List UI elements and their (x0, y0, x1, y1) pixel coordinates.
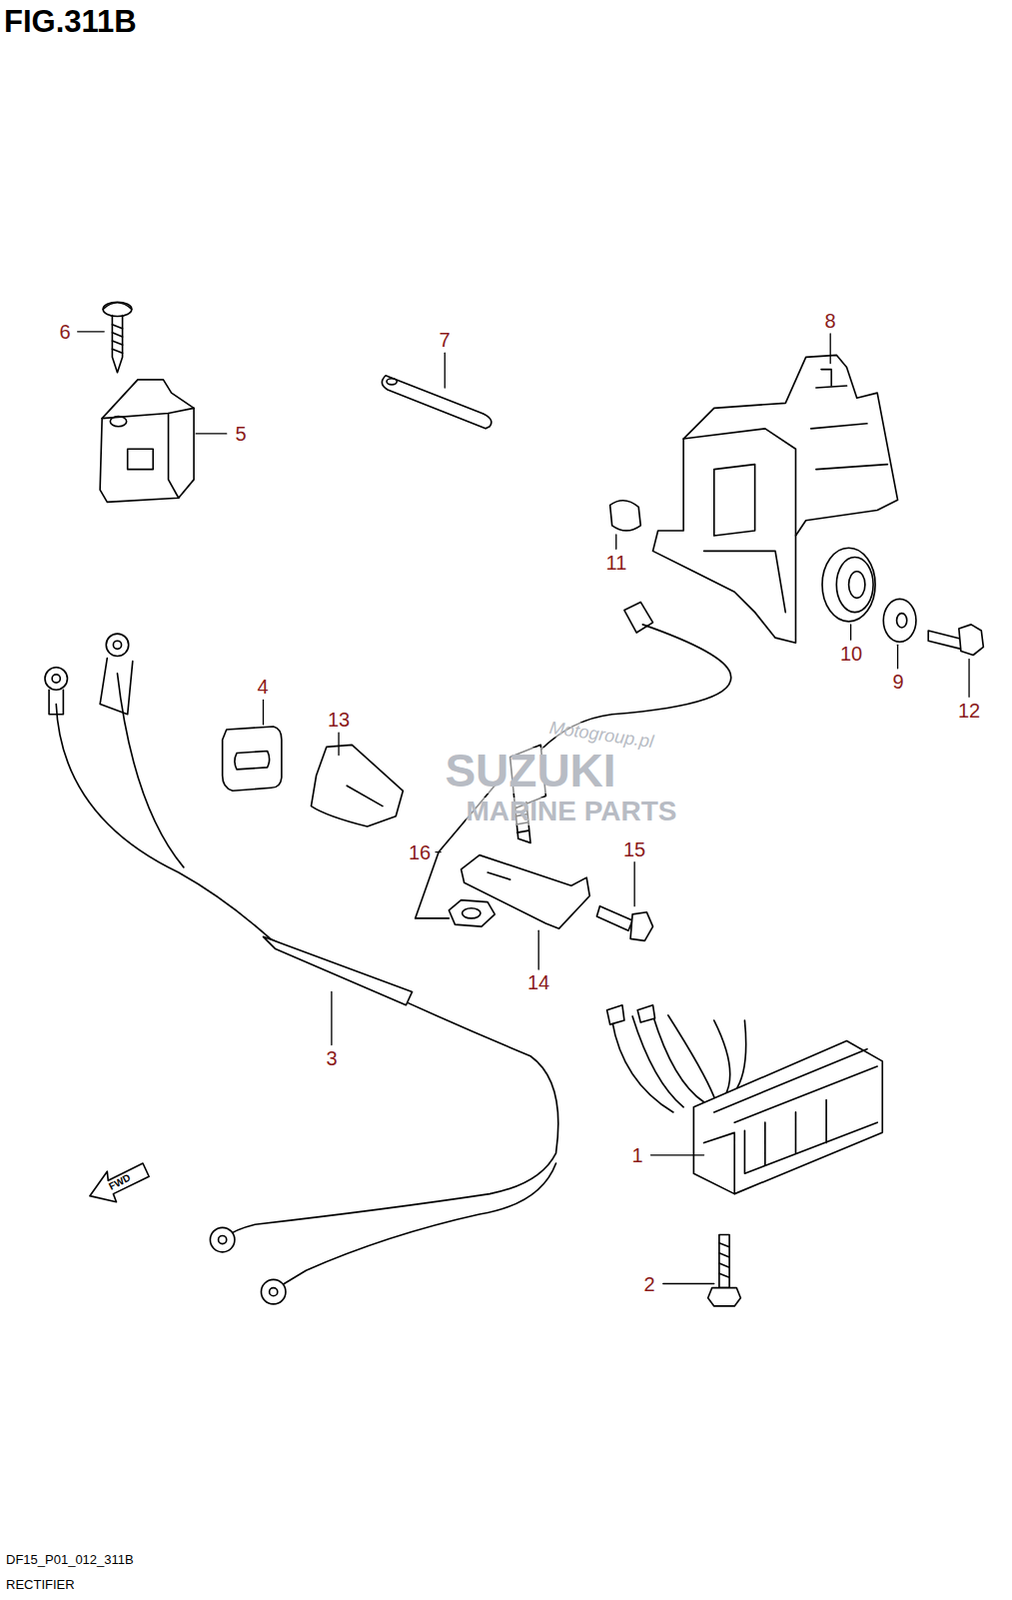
callout-number: 4 (254, 675, 270, 698)
leader-line (77, 331, 970, 1284)
fwd-arrow (89, 1162, 149, 1202)
callout-number: 11 (604, 551, 630, 574)
callout-number: 9 (890, 670, 906, 693)
callout-number: 15 (621, 838, 648, 861)
callout-number: 14 (525, 971, 552, 994)
rectifier (607, 1005, 884, 1194)
bracket (653, 354, 899, 643)
callout-number: 7 (436, 328, 452, 351)
cap (610, 500, 642, 531)
callout-number: 16 (406, 841, 433, 864)
callout-number: 3 (323, 1046, 339, 1069)
cover (310, 744, 403, 827)
nut (448, 900, 495, 928)
figure-code: DF15_P01_012_311B (5, 1552, 134, 1566)
callout-number: 10 (838, 642, 865, 665)
callout-number: 2 (641, 1272, 657, 1295)
wire-harness (44, 633, 559, 1304)
screw (102, 301, 132, 372)
figure-title: FIG.311B (3, 5, 137, 37)
clamp (99, 379, 194, 503)
callout-number: 13 (325, 708, 352, 731)
callout-number: 5 (232, 422, 248, 445)
watermark: Motogroup.pl (548, 718, 656, 751)
strap (381, 375, 491, 429)
caption: RECTIFIER (5, 1577, 75, 1591)
grommet (222, 726, 282, 791)
bolt (708, 1233, 742, 1305)
watermark: SUZUKI (444, 747, 616, 794)
callout-number: 6 (56, 320, 72, 343)
washer (883, 598, 917, 642)
callout-number: 8 (822, 309, 838, 332)
callout-number: 1 (629, 1143, 645, 1166)
watermark: MARINE PARTS (465, 797, 677, 826)
grommet (822, 547, 876, 622)
bolt (928, 624, 984, 656)
bolt (596, 906, 653, 942)
callout-number: 12 (956, 699, 983, 722)
